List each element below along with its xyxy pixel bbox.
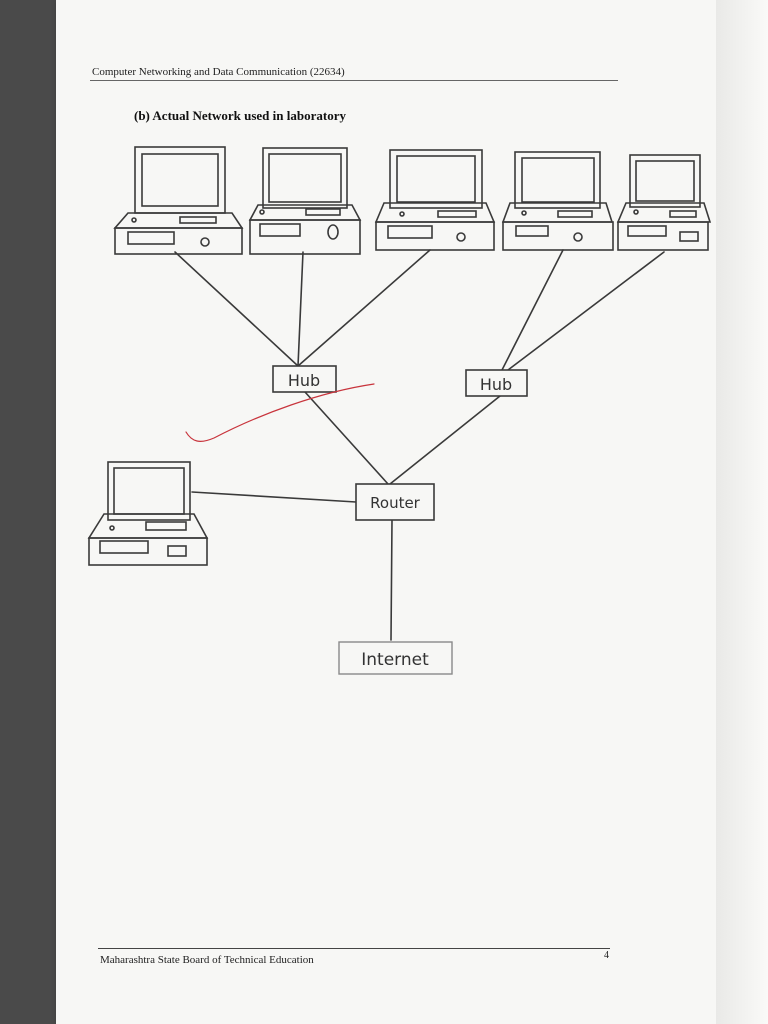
edge-pc5-hub2 xyxy=(507,251,665,371)
hub-node: Hub xyxy=(272,365,337,393)
page-number: 4 xyxy=(604,950,609,961)
router-node: Router xyxy=(355,483,435,521)
header-divider xyxy=(90,80,618,81)
computer-icon xyxy=(248,147,362,255)
hub-label: Hub xyxy=(288,371,320,390)
edge-pc3-hub1 xyxy=(297,249,431,367)
hub-node: Hub xyxy=(465,369,528,397)
edge-hub2-router xyxy=(389,395,501,485)
section-title: (b) Actual Network used in laboratory xyxy=(134,108,346,123)
footer-divider xyxy=(98,948,610,949)
internet-label: Internet xyxy=(361,650,429,670)
edge-router-internet xyxy=(390,519,393,641)
computer-icon xyxy=(616,154,712,251)
internet-node: Internet xyxy=(338,641,453,675)
footer-organization: Maharashtra State Board of Technical Edu… xyxy=(100,954,314,966)
hub-label: Hub xyxy=(480,375,512,394)
edge-hub1-router xyxy=(304,391,389,485)
computer-icon xyxy=(87,461,209,566)
page-header-title: Computer Networking and Data Communicati… xyxy=(92,66,345,78)
edge-pc1-hub1 xyxy=(174,251,299,367)
computer-icon xyxy=(374,149,496,251)
computer-icon xyxy=(501,151,614,251)
edge-pc6-router xyxy=(191,491,357,503)
edge-pc2-hub1 xyxy=(297,251,304,367)
edge-pc4-hub2 xyxy=(501,249,564,371)
router-label: Router xyxy=(370,494,421,512)
computer-icon xyxy=(113,146,244,255)
page-edge xyxy=(716,0,768,1024)
check-mark xyxy=(185,383,375,442)
